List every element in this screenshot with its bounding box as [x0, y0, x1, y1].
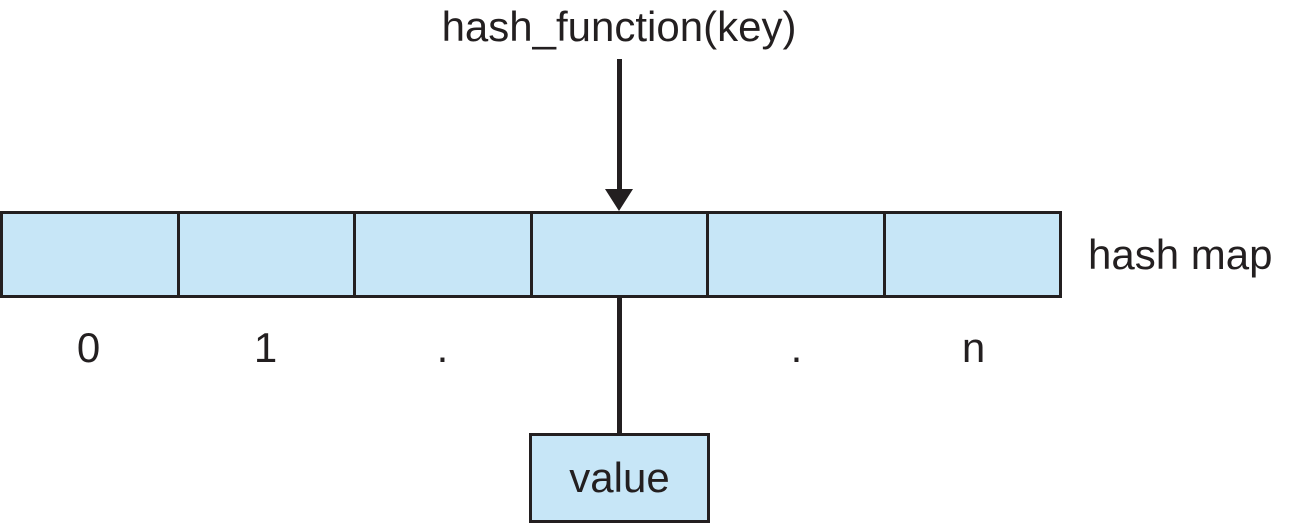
hash-map-cell-5: [885, 214, 1059, 295]
index-label-4: .: [790, 324, 803, 371]
down-arrow-icon: [605, 189, 633, 211]
down-arrow-shaft: [617, 59, 622, 190]
index-label-1: 1: [253, 324, 278, 371]
value-label: value: [569, 454, 670, 501]
hash-map-cell-3: [532, 214, 709, 295]
value-box: value: [529, 433, 710, 523]
index-label-2: .: [436, 324, 449, 371]
index-labels-row: 0 1 . . n: [0, 322, 1062, 374]
index-label-5: n: [961, 324, 986, 371]
hash-function-label: hash_function(key): [441, 3, 797, 50]
hash-map-label: hash map: [1088, 231, 1273, 278]
index-label-0: 0: [76, 324, 101, 371]
value-connector-line: [617, 296, 622, 434]
hash-map-cell-4: [709, 214, 886, 295]
hash-map-cell-2: [356, 214, 533, 295]
hash-map-cell-1: [179, 214, 356, 295]
hash-map-cell-0: [3, 214, 180, 295]
hash-map-array: [0, 211, 1062, 298]
